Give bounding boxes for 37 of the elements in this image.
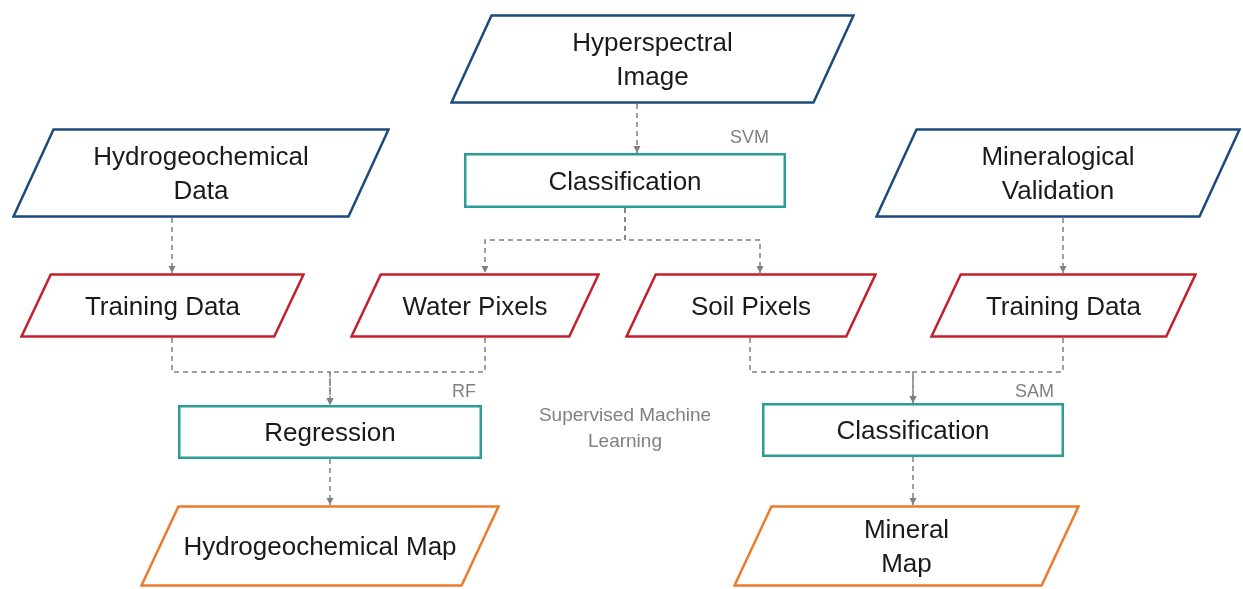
data-parallelogram bbox=[350, 273, 600, 338]
node-label: Mineralogical Validation bbox=[980, 140, 1136, 207]
dashed-arrow bbox=[633, 103, 641, 154]
data-parallelogram bbox=[930, 273, 1197, 338]
input-parallelogram bbox=[12, 128, 390, 218]
dashed-arrow bbox=[624, 207, 764, 274]
output-parallelogram bbox=[140, 505, 500, 587]
node-label: Classification bbox=[548, 164, 702, 198]
dashed-arrow bbox=[1059, 217, 1067, 274]
process-box bbox=[178, 405, 482, 459]
dashed-arrow bbox=[909, 456, 917, 506]
dashed-arrow bbox=[326, 337, 486, 406]
node-label: Soil Pixels bbox=[691, 289, 811, 323]
dashed-arrow bbox=[326, 458, 334, 506]
node-label: Hydrogeochemical Map bbox=[183, 530, 457, 563]
process-box bbox=[464, 153, 786, 208]
node-label: Training Data bbox=[84, 289, 241, 323]
output-parallelogram bbox=[733, 505, 1080, 587]
annotation-text: Supervised Machine Learning bbox=[537, 403, 713, 453]
dashed-arrow bbox=[749, 337, 917, 404]
node-label: Water Pixels bbox=[402, 289, 548, 323]
process-box bbox=[762, 403, 1064, 457]
node-label: Training Data bbox=[985, 289, 1142, 323]
dashed-arrow bbox=[909, 337, 1064, 404]
dashed-arrow bbox=[168, 217, 176, 274]
node-label: Hyperspectral Image bbox=[571, 26, 734, 93]
method-label: SVM bbox=[730, 126, 769, 148]
node-label: Mineral Map bbox=[862, 513, 951, 580]
method-label: RF bbox=[452, 380, 476, 402]
data-parallelogram bbox=[625, 273, 877, 338]
method-label: SAM bbox=[1015, 380, 1054, 402]
data-parallelogram bbox=[20, 273, 305, 338]
input-parallelogram bbox=[450, 14, 855, 104]
node-label: Classification bbox=[836, 414, 990, 447]
input-parallelogram bbox=[875, 128, 1241, 218]
node-label: Hydrogeochemical Data bbox=[92, 140, 310, 207]
node-label: Regression bbox=[264, 416, 396, 449]
